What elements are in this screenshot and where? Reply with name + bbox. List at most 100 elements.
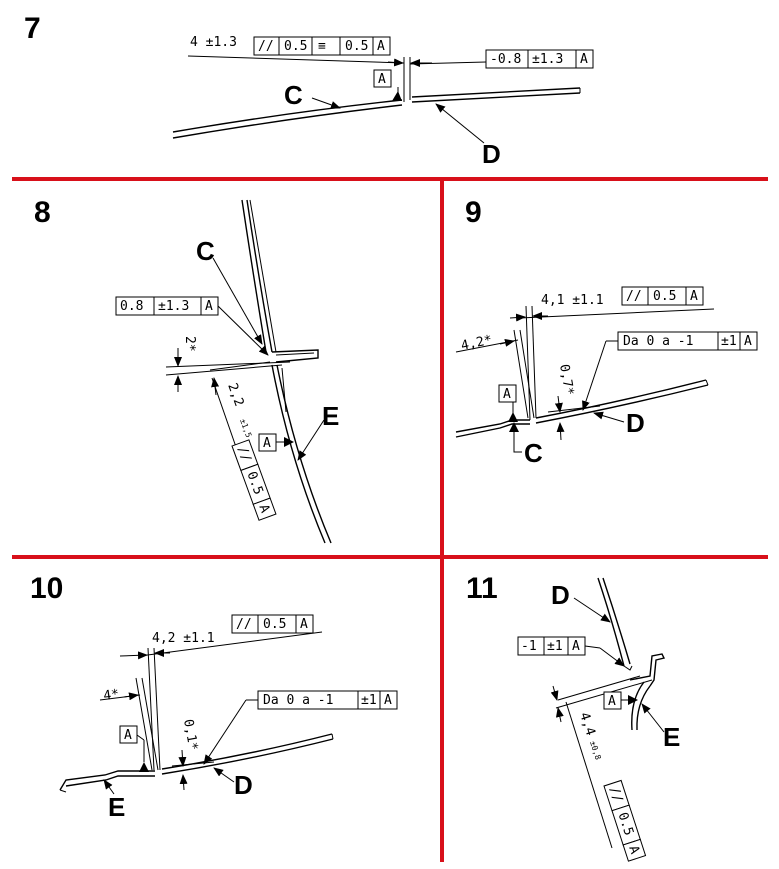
flange	[271, 349, 319, 363]
slant-line	[513, 329, 529, 419]
frame-value: 0.5	[653, 289, 676, 304]
dimension-line	[209, 361, 271, 371]
panel-number: 11	[466, 572, 498, 605]
frame-value: Da 0 a -1	[623, 334, 693, 349]
frame-value: 0.5	[615, 811, 637, 838]
label-e: E	[663, 722, 680, 752]
frame-value: ±1.3	[158, 299, 189, 314]
frame-value: Da 0 a -1	[263, 693, 333, 708]
sheet-d-hem	[623, 665, 633, 671]
dimension-arrow	[555, 707, 564, 723]
panel-9: 9 4,1 ±1.1 // 0.5 A 4,2* 0,7*	[455, 196, 758, 468]
panel-number: 10	[30, 572, 63, 605]
sheet-e-flange	[281, 367, 287, 413]
datum-label: A	[124, 728, 132, 743]
datum-label: A	[263, 436, 271, 451]
frame-datum: A	[580, 52, 588, 67]
frame-leader	[217, 305, 269, 356]
frame-datum: A	[377, 39, 385, 54]
feature-frame-cell	[295, 614, 314, 634]
label-e: E	[108, 792, 125, 822]
datum-triangle	[392, 91, 402, 101]
sheet-c-edge	[249, 199, 277, 353]
dimension-arrow	[509, 313, 526, 322]
label-arrowhead	[509, 422, 519, 432]
dimension-line	[557, 675, 641, 701]
feature-frame-cell	[372, 36, 391, 56]
frame-value: 4 ±1.3	[190, 35, 237, 50]
frame-leader	[599, 647, 625, 667]
label-leader	[593, 411, 625, 423]
frame-value: 0.8	[120, 299, 143, 314]
sheet-c-inner	[455, 423, 530, 438]
dimension-line	[165, 361, 291, 368]
frame-leader	[409, 61, 487, 65]
frame-datum: A	[205, 299, 213, 314]
dimension-arrow	[211, 377, 220, 396]
gap-line	[531, 305, 537, 419]
gap-line	[153, 647, 161, 771]
frame-leader	[203, 699, 247, 765]
sheet-c-inner	[172, 104, 403, 139]
datum-label: A	[608, 694, 616, 709]
dim-tolerance: ±1,5	[238, 418, 253, 439]
gap-line	[525, 305, 531, 421]
sheet-d-inner	[602, 577, 631, 665]
dimension-arrow	[123, 692, 139, 701]
datum-box	[119, 725, 138, 744]
label-c: C	[196, 236, 215, 266]
label-leader	[573, 597, 611, 623]
dimension-arrow	[178, 749, 187, 767]
feature-frame-cell	[622, 838, 647, 862]
panel-11: 11 4,4 ±0,8 -1 ±1 A // 0.5	[466, 572, 680, 862]
flange-inner	[275, 352, 315, 356]
label-leader	[103, 779, 115, 795]
dimension-arrow	[499, 338, 515, 347]
datum-label: A	[503, 387, 511, 402]
label-leader	[435, 103, 485, 144]
sheet-d-inner	[535, 384, 709, 424]
panel-8: 8 2* 2,2 ±1,5 0.8 ±1.3 A //	[34, 196, 339, 544]
label-e: E	[322, 401, 339, 431]
slant-line	[519, 329, 535, 419]
label-d: D	[482, 139, 501, 169]
dimension-leader	[519, 308, 715, 319]
datum-triangle	[284, 437, 294, 447]
sheet-d-outline	[411, 87, 581, 98]
frame-value: -0.8	[490, 52, 521, 67]
frame-symbol: ≡	[318, 39, 326, 54]
sheet-d-inner	[161, 738, 334, 775]
frame-symbol: //	[626, 289, 642, 304]
frame-leader	[582, 340, 607, 411]
frame-value: ±1.3	[532, 52, 563, 67]
frame-symbol: //	[236, 617, 252, 632]
label-leader	[297, 419, 325, 461]
dimension-arrow	[179, 774, 188, 791]
frame-value: ±1	[721, 334, 737, 349]
label-c: C	[284, 80, 303, 110]
sheet-d-outline	[597, 577, 625, 667]
dim-value: 2*	[182, 336, 197, 352]
panel-number: 8	[34, 196, 51, 229]
sheet-c-outline	[455, 419, 530, 433]
datum-triangle	[628, 695, 638, 705]
frame-datum: A	[744, 334, 752, 349]
sheet-d-end	[331, 733, 334, 740]
sheet-e-outline	[59, 770, 155, 791]
frame-leader	[584, 645, 601, 649]
datum-box	[373, 69, 392, 88]
dim-value: 4,2*	[460, 333, 494, 354]
dimension-arrow	[556, 422, 565, 441]
label-leader	[311, 97, 341, 109]
label-d: D	[234, 770, 253, 800]
frame-value: 0.5	[244, 470, 266, 497]
sheet-c-outline	[172, 99, 403, 133]
sheet-e-outline	[271, 364, 326, 544]
sheet-d-outline	[535, 379, 707, 419]
dimension-line	[165, 364, 283, 376]
dimension-arrow	[550, 685, 559, 701]
dimension-arrow	[119, 651, 148, 660]
frame-symbol: //	[606, 785, 625, 805]
sheet-e-outline	[631, 681, 645, 731]
